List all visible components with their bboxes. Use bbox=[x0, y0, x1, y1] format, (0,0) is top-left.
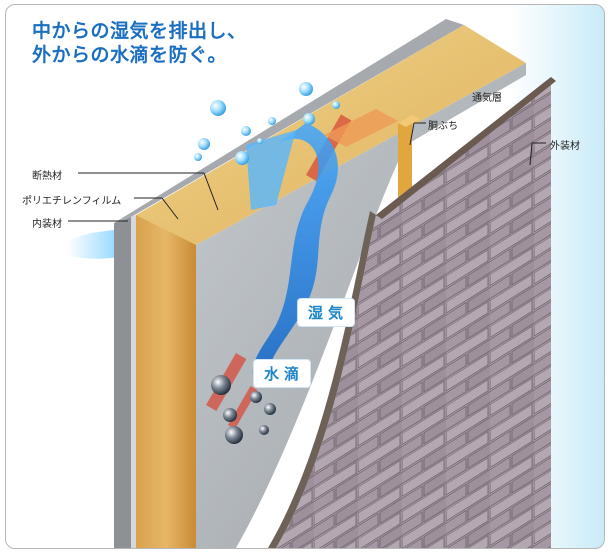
interior-board-top bbox=[114, 19, 464, 223]
headline-line-1: 中からの湿気を排出し、 bbox=[32, 20, 247, 42]
label-insulation: 断熱材 bbox=[32, 171, 62, 182]
label-exterior-material: 外装材 bbox=[550, 141, 580, 152]
interior-board bbox=[114, 217, 131, 548]
wall-cross-section bbox=[66, 19, 556, 548]
membrane-sheet bbox=[196, 63, 526, 548]
moisture-flow bbox=[252, 123, 338, 385]
moisture-badge: 湿気 bbox=[298, 299, 355, 326]
interior-mist bbox=[66, 227, 128, 259]
leader-lines bbox=[68, 122, 546, 222]
exterior-curl-edge bbox=[268, 211, 376, 548]
label-furring-strip: 胴ぶち bbox=[428, 121, 459, 132]
moisture-upper bbox=[246, 130, 296, 210]
diagram-frame: 中からの湿気を排出し、 外からの水滴を防ぐ。 通気層 胴ぶち 外装材 断熱材 ポ… bbox=[5, 4, 605, 549]
orange-patch bbox=[324, 109, 398, 147]
exterior-brick-panel bbox=[276, 77, 551, 548]
label-interior-material: 内装材 bbox=[32, 219, 62, 230]
water-droplets bbox=[211, 375, 276, 444]
moisture-bubbles bbox=[194, 82, 340, 165]
insulation-layer bbox=[136, 200, 196, 548]
furring-strip bbox=[398, 115, 412, 208]
furring-strip-top bbox=[398, 115, 420, 127]
headline-line-2: 外からの水滴を防ぐ。 bbox=[32, 44, 228, 66]
water-drop-badge: 水滴 bbox=[254, 360, 311, 387]
exterior-panel-edge bbox=[376, 77, 556, 219]
polyethylene-film-layer bbox=[131, 215, 136, 548]
headline: 中からの湿気を排出し、 外からの水滴を防ぐ。 bbox=[32, 19, 247, 67]
label-ventilation-layer: 通気層 bbox=[472, 93, 502, 104]
label-polyethylene-film: ポリエチレンフィルム bbox=[22, 196, 122, 207]
